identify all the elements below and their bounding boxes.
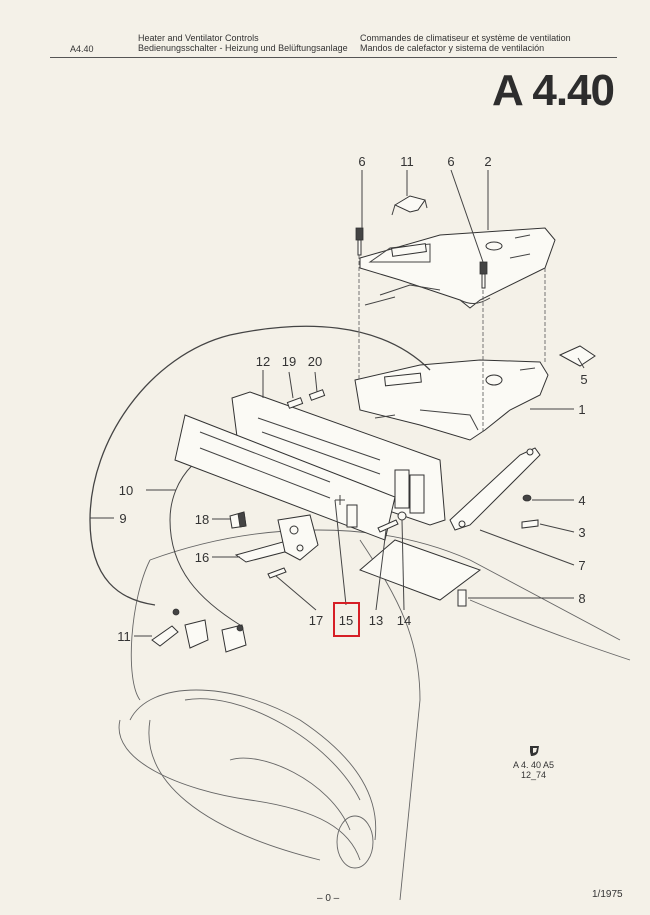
drawing-reference: A 4. 40 A5 12_74 (513, 744, 554, 780)
panel-screw-and-washer (377, 511, 407, 533)
callout-5: 5 (580, 372, 587, 387)
title-german: Bedienungsschalter - Heizung und Belüftu… (138, 43, 348, 53)
title-spanish: Mandos de calefactor y sistema de ventil… (360, 43, 545, 53)
callout-2: 2 (484, 154, 491, 169)
callout-8: 8 (578, 591, 585, 606)
control-panel-frame (231, 391, 446, 526)
lower-mounting-bracket (354, 359, 549, 441)
callout-14: 14 (397, 613, 411, 628)
callout-18: 18 (195, 512, 209, 527)
title-english: Heater and Ventilator Controls (138, 33, 259, 43)
upper-screws (355, 227, 488, 289)
callout-12: 12 (256, 354, 270, 369)
callout-6-left: 6 (358, 154, 365, 169)
callout-10: 10 (119, 483, 133, 498)
callout-11-bottom: 11 (117, 629, 131, 644)
callout-16: 16 (195, 550, 209, 565)
side-fasteners (457, 494, 539, 607)
lower-clips (151, 608, 247, 653)
upper-mounting-bracket (359, 227, 556, 309)
callout-17: 17 (309, 613, 323, 628)
drawing-reference-code: A 4. 40 A5 (513, 760, 555, 770)
callout-7: 7 (578, 558, 585, 573)
footer-page-number: – 0 – (317, 893, 340, 904)
drawing-reference-date: 12_74 (521, 770, 547, 780)
assembly-lines (358, 255, 546, 432)
footer-date: 1/1975 (592, 889, 623, 900)
section-code-large: A 4.40 (491, 66, 615, 115)
callout-13: 13 (369, 613, 383, 628)
section-code-small: A4.40 (70, 44, 94, 54)
title-french: Commandes de climatiseur et système de v… (360, 33, 571, 43)
lever-screw (267, 567, 287, 579)
callout-3: 3 (578, 525, 585, 540)
knob-pins (286, 389, 326, 409)
lever-assembly (234, 514, 319, 563)
top-clip (391, 195, 428, 216)
callout-6-right: 6 (447, 154, 454, 169)
callout-20: 20 (308, 354, 322, 369)
callout-9: 9 (119, 511, 126, 526)
highlight-box-15 (333, 602, 360, 637)
header-rule (50, 57, 617, 58)
control-panel-face (174, 414, 396, 541)
callout-11-top: 11 (400, 154, 414, 169)
control-knob (229, 511, 247, 529)
callout-4: 4 (578, 493, 585, 508)
leader-lines (90, 169, 585, 637)
support-strut (449, 447, 541, 531)
callout-19: 19 (282, 354, 296, 369)
callout-1: 1 (578, 402, 585, 417)
shield-logo-icon (529, 746, 539, 756)
small-bracket (558, 345, 596, 367)
car-body-outline (118, 529, 631, 901)
base-plate (359, 539, 482, 601)
callout-15: 15 (339, 613, 353, 628)
